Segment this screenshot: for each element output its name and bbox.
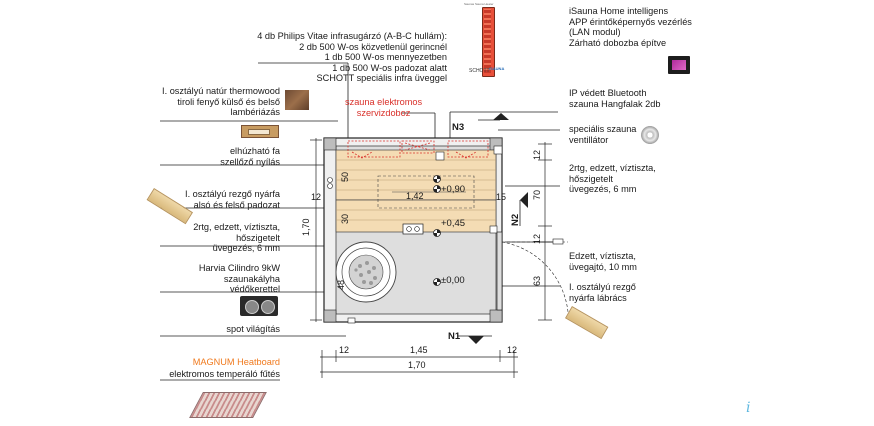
heater-stones [354, 261, 377, 285]
bench-width: 1,42 [406, 191, 424, 201]
corner-post [489, 309, 503, 323]
infra-panel-outline [377, 175, 475, 209]
vent-slider-photo [241, 125, 279, 138]
controller-box [402, 223, 424, 235]
level-mid: +0,45 [441, 218, 465, 229]
label-heatboard-title: MAGNUM Heatboard [192, 357, 280, 367]
dim-bottom-145: 1,45 [410, 345, 428, 355]
dim-left-170: 1,70 [301, 218, 311, 236]
label-uveg-left: 2rtg, edzett, víztiszta, hőszigetelt üve… [193, 222, 280, 254]
right-gap-15: 15 [496, 192, 506, 202]
marker-n1: N1 [448, 331, 461, 342]
infra-heater-caption: Saunas Sauna Heater [464, 2, 494, 6]
depth-48: 48 [336, 280, 346, 290]
isauna-control-panel [668, 56, 690, 74]
label-heatboard-sub: elektromos temperáló fűtés [169, 369, 280, 379]
dimension-lines [310, 138, 552, 378]
spot-light [347, 317, 356, 324]
harvia-heater [335, 241, 397, 303]
marker-n3: N3 [452, 122, 464, 133]
vent-symbol [327, 177, 333, 189]
label-infra: 4 db Philips Vitae infrasugárzó (A-B-C h… [257, 31, 447, 84]
label-thermowood: I. osztályú natúr thermowood tiroli feny… [162, 86, 280, 118]
level-floor: ±0,00 [441, 275, 465, 286]
label-uveg-right: 2rtg, edzett, víztiszta, hőszigetelt üve… [569, 163, 656, 195]
dim-right-12-mid: 12 [532, 234, 542, 244]
dim-bottom-12-right: 12 [507, 345, 517, 355]
label-ventillator: speciális szauna ventillátor [569, 124, 637, 145]
spot-light-photo [240, 296, 278, 316]
ventilator-photo [641, 126, 659, 144]
depth-30: 30 [340, 214, 350, 224]
dim-right-63: 63 [532, 276, 542, 286]
elevation-markers [433, 175, 441, 286]
label-bluetooth: IP védett Bluetooth szauna Hangfalak 2db [569, 88, 661, 109]
isauna-brand: iSAUNA [489, 66, 505, 71]
label-spot: spot világítás [226, 324, 280, 334]
label-ajto: Edzett, víztiszta, üvegajtó, 10 mm [569, 251, 637, 272]
dim-right-12-top: 12 [532, 150, 542, 160]
marker-n2: N2 [510, 214, 521, 226]
door-handle [552, 238, 564, 245]
dim-bottom-170: 1,70 [408, 360, 426, 370]
label-padozat: I. osztályú rezgő nyárfa alsó és felső p… [185, 189, 280, 210]
infra-heaters-top [347, 140, 489, 159]
schott-logo: SCHOTT [469, 68, 490, 74]
section-marker-n2 [519, 192, 528, 226]
dim-bottom-12-left: 12 [339, 345, 349, 355]
section-marker-n1 [458, 335, 492, 344]
label-szellozo: elhúzható fa szellőző nyílás [220, 146, 280, 167]
label-szervizdoboz: szauna elektromos szervizdoboz [345, 97, 423, 118]
left-gap-12: 12 [311, 192, 321, 202]
spot-light [489, 225, 498, 234]
section-marker-n3 [478, 113, 509, 121]
speaker-box [493, 145, 503, 155]
thermowood-sample [285, 90, 309, 110]
corner-post [323, 309, 337, 323]
infra-heater-photo: Saunas Sauna Heater [464, 2, 502, 80]
speaker-box [435, 151, 445, 161]
label-isauna: iSauna Home intelligens APP érintőképern… [569, 6, 692, 48]
upper-bench [335, 149, 497, 201]
dim-right-70: 70 [532, 190, 542, 200]
corner-post [323, 137, 337, 151]
label-labracs: I. osztályú rezgő nyárfa lábrács [569, 282, 636, 303]
depth-50: 50 [340, 172, 350, 182]
level-top: +0,90 [441, 184, 465, 195]
info-icon[interactable]: i [746, 400, 751, 416]
label-harvia: Harvia Cilindro 9kW szaunakályha védőker… [198, 263, 280, 295]
